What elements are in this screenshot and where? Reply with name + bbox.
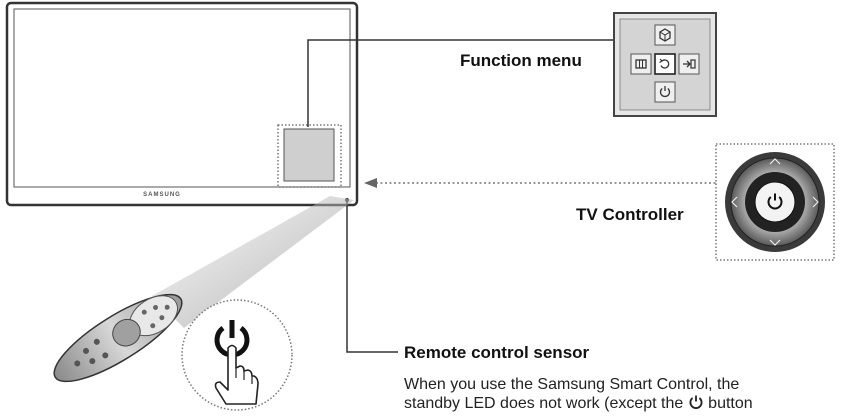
menu-left-button[interactable] (630, 53, 652, 75)
tv-controller-power-icon (767, 193, 783, 210)
remote-key[interactable] (152, 304, 159, 311)
remote-sensor-label: Remote control sensor (404, 343, 590, 362)
function-menu-label: Function menu (460, 51, 582, 70)
inline-power-icon (689, 395, 703, 409)
tv-controller-left-marker (731, 196, 738, 208)
tv-controller-down-marker (769, 239, 781, 246)
sensor-note-line-2: standby LED does not work (except the bu… (404, 394, 843, 413)
menu-icon (635, 59, 647, 69)
smart-hub-icon (659, 28, 671, 42)
hand-power-callout (181, 299, 293, 411)
tv-controller-arrowhead (364, 178, 377, 188)
source-icon (683, 59, 696, 69)
menu-bottom-button[interactable] (654, 81, 676, 103)
tv-controller-right-marker (812, 196, 819, 208)
remote-sensor-note: When you use the Samsung Smart Control, … (404, 375, 843, 413)
hand-pressing-icon (214, 344, 259, 405)
function-menu-zone (277, 124, 342, 188)
remote-touchpad[interactable] (108, 314, 146, 351)
sensor-note-line-2b: button (708, 395, 753, 412)
remote-key[interactable] (93, 338, 101, 346)
tv-brand-logo: SAMSUNG (143, 192, 181, 198)
function-menu-panel (613, 12, 717, 117)
power-icon (659, 86, 671, 98)
return-icon (659, 58, 670, 69)
remote-sensor-leader (346, 200, 398, 353)
remote-key[interactable] (141, 309, 148, 316)
tv-controller-panel (715, 143, 835, 261)
tv-controller-up-marker (769, 158, 781, 165)
remote-key[interactable] (82, 347, 90, 355)
sensor-note-line-1: When you use the Samsung Smart Control, … (404, 376, 740, 393)
remote-key[interactable] (158, 314, 165, 321)
function-menu-preview (283, 128, 335, 182)
remote-key[interactable] (73, 359, 81, 367)
menu-center-button[interactable] (654, 53, 676, 75)
remote-signal-beam (152, 196, 354, 328)
smart-control-remote (53, 293, 183, 383)
tv-controller-label: TV Controller (576, 205, 684, 224)
tv: SAMSUNG (5, 1, 359, 207)
sensor-note-line-2a: standby LED does not work (except the (404, 395, 684, 412)
function-menu-leader (307, 39, 614, 127)
remote-key[interactable] (101, 351, 109, 359)
remote-key[interactable] (149, 322, 156, 329)
tv-controller-center-button[interactable] (754, 181, 796, 223)
remote-key[interactable] (88, 357, 96, 365)
remote-key[interactable] (164, 304, 171, 311)
